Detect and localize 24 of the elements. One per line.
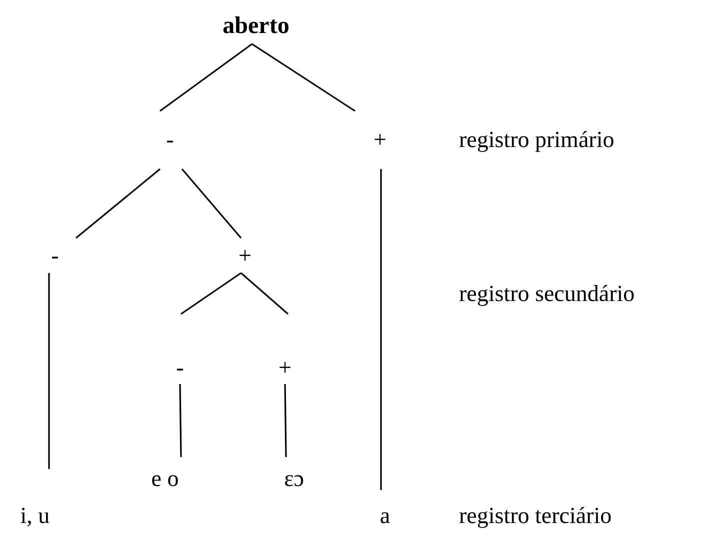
tree-branch-line — [160, 43, 252, 112]
tree-node-label: - — [30, 238, 80, 273]
tree-branch-line — [240, 272, 289, 315]
tree-branch-line — [179, 384, 182, 458]
tree-node-label: - — [160, 314, 200, 384]
tree-branch-line — [181, 168, 242, 239]
register-level-label: registro secundário — [459, 281, 635, 307]
tree-node-label: - — [150, 111, 190, 169]
tree-node-label: + — [225, 238, 265, 273]
tree-node-label: a — [368, 490, 402, 530]
tree-branch-line — [380, 169, 382, 490]
tree-branch-line — [252, 43, 356, 112]
tree-node-label: e o — [138, 457, 192, 492]
register-level-label: registro primário — [459, 127, 614, 153]
tree-branch-line — [48, 273, 50, 469]
tree-branch-line — [284, 384, 287, 458]
tree-node-label: ɛɔ — [268, 457, 320, 492]
tree-node-label: + — [350, 111, 410, 169]
tree-node-label: + — [265, 314, 305, 384]
tree-root-label: aberto — [216, 8, 296, 44]
tree-branch-line — [180, 272, 242, 315]
tree-node-label: i, u — [8, 469, 62, 530]
register-level-label: registro terciário — [459, 503, 612, 529]
tree-branch-line — [76, 168, 160, 239]
